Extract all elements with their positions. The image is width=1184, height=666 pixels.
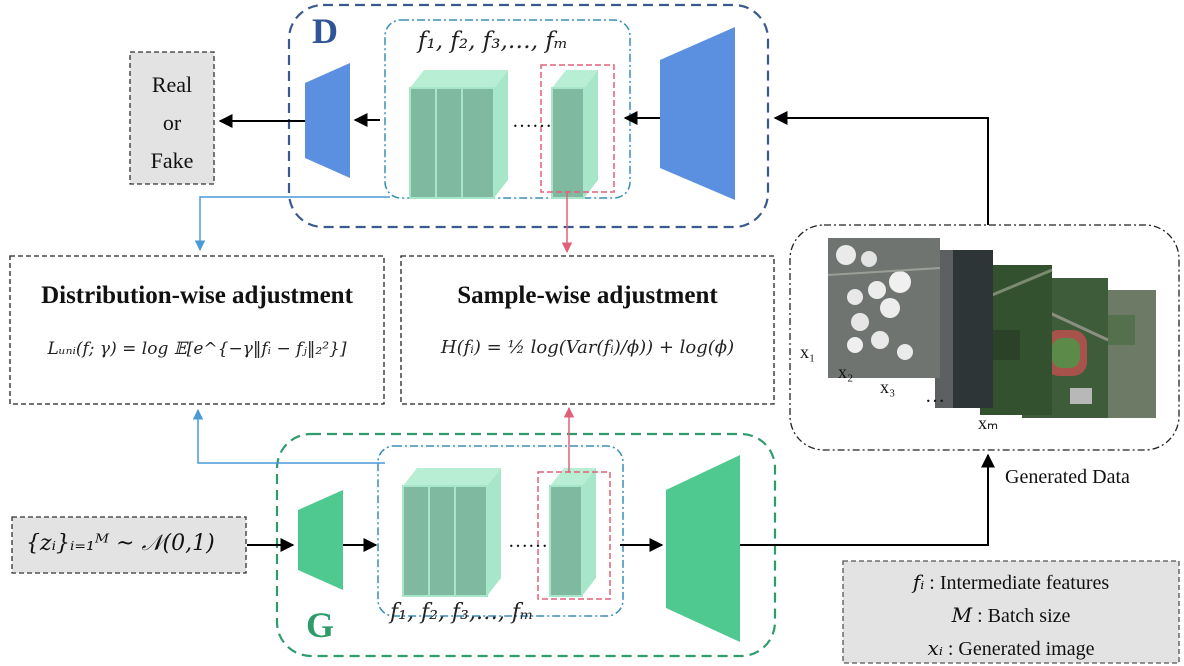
sample-formula: H(fᵢ) = ½ log(Var(fᵢ)/ϕ)) + log(ϕ) [440,337,735,358]
real-label: Real [151,72,193,97]
distribution-title: Distribution-wise adjustment [41,282,353,309]
discriminator-label: D [312,11,338,51]
generated-data-caption: Generated Data [1005,466,1130,488]
g-feature-map-m [549,467,597,597]
or-label: or [162,110,182,135]
d-features-dots: …… [512,110,552,132]
legend-item-batch: M : Batch size [843,599,1179,632]
generated-xm-label: xₘ [978,413,999,433]
generated-data-box [789,224,1180,451]
g-input-block [298,490,343,590]
noise-input-box [11,516,247,574]
g-features-dots: …… [508,530,548,552]
sample-adjustment-box [400,255,775,405]
discriminator-features-box [384,19,631,199]
g-selected-feature-box [537,471,611,600]
generator-features-box [377,445,624,617]
legend-item-features: fᵢ : Intermediate features [843,566,1179,599]
distribution-formula: Lᵤₙᵢ(f; γ) = log 𝔼[e^{−γ‖fᵢ − fⱼ‖₂²}] [47,339,347,359]
legend-item-image: xᵢ : Generated image [843,632,1179,665]
legend-symbol: fᵢ [912,570,925,594]
real-fake-box [129,51,215,185]
generator-label: G [306,605,335,645]
generated-x3-label: x₃ [880,377,896,397]
legend-text: : Intermediate features [924,572,1110,594]
g-to-distribution-arrow [192,408,385,464]
d-features-label: f₁, f₂, f₃,…, fₘ [418,28,568,54]
legend-text: : Generated image [942,638,1095,660]
d-backbone-block [660,27,735,200]
distribution-adjustment-box [9,255,385,405]
generated-dots-label: … [925,385,945,407]
fake-label: Fake [150,148,194,173]
generated-image-1 [827,238,941,378]
legend-symbol: xᵢ [927,636,943,660]
g-feature-map-3 [454,467,502,597]
legend-text: : Batch size [972,605,1071,627]
legend-symbol: M [951,603,973,627]
g-features-label: f₁, f₂, f₃,…, fₘ [390,600,534,625]
g-output-block [666,455,740,642]
d-selected-feature-box [540,64,615,193]
legend-box [842,560,1180,664]
d-feature-map-3 [461,69,509,199]
real-fake-label: Real or Fake [130,66,214,180]
d-head-block [305,63,350,178]
generated-x1-label: x₁ [800,342,816,362]
legend: fᵢ : Intermediate features M : Batch siz… [843,566,1179,665]
sample-title: Sample-wise adjustment [457,282,718,309]
generated-x2-label: x₂ [838,362,854,382]
d-feature-map-m [551,69,599,199]
generated-to-d-arrow [773,111,989,225]
noise-input-label: {zᵢ}ᵢ₌₁ᴹ ~ 𝒩(0,1) [26,531,215,556]
g-to-generated-arrow [740,453,995,546]
d-to-distribution-arrow [194,196,390,252]
